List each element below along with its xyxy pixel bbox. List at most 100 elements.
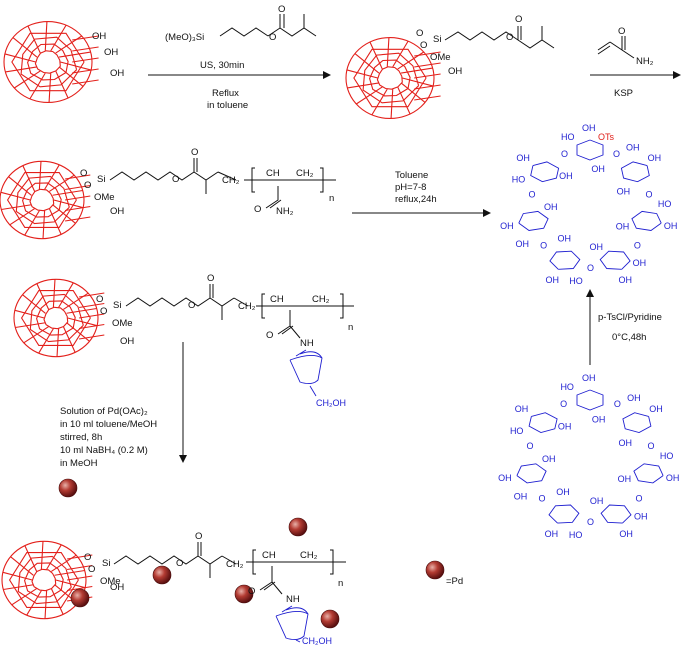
acrylamide-nh2: NH₂ [636,56,654,67]
svg-text:OH: OH [634,512,648,522]
p4-cd-cone [289,349,323,397]
svg-text:OH: OH [515,239,529,249]
svg-text:HO: HO [561,132,575,142]
svg-text:HO: HO [660,451,674,461]
p5-cd-cone [275,605,309,643]
p4-ome: OMe [112,318,133,329]
p4-o3: O [188,300,195,311]
svg-text:OH: OH [559,171,573,181]
p4-ch2b: CH₂ [312,294,330,305]
svg-text:OH: OH [582,373,596,383]
svg-text:O: O [614,399,621,409]
svg-text:O: O [560,399,567,409]
svg-text:OH: OH [648,153,662,163]
p2-si: Si [433,34,441,45]
svg-text:OH: OH [544,202,558,212]
p2-ome: OMe [430,52,451,63]
svg-text:OH: OH [546,275,560,285]
pd-nanoparticle [288,517,308,537]
svg-text:O: O [539,494,546,504]
svg-text:OH: OH [590,242,604,252]
p2-oh: OH [448,66,462,77]
svg-text:OH: OH [618,438,632,448]
p3-oh: OH [110,206,124,217]
svg-text:O: O [561,149,568,159]
p3-bracket [244,167,336,209]
oh-label-2: OH [104,47,118,58]
svg-text:O: O [613,149,620,159]
p3-n: n [329,193,334,204]
p4-o2: O [100,306,107,317]
svg-text:O: O [540,240,547,250]
oh-label-1: OH [92,31,106,42]
tscl-cond2: 0°C,48h [612,332,646,343]
p5-nh: NH [286,594,300,605]
p3-o2: O [84,180,91,191]
svg-text:O: O [527,441,534,451]
svg-text:OH: OH [558,422,572,432]
svg-text:OH: OH [542,454,556,464]
p3-ch: CH [266,168,280,179]
p3-nh2: NH₂ [276,206,294,217]
tscl-cond1: p-TsCl/Pyridine [598,312,662,323]
step2-cond: KSP [614,88,633,99]
p2-o3: O [506,32,513,43]
svg-text:O: O [645,190,652,200]
p5-o3: O [176,558,183,569]
svg-text:OH: OH [515,404,529,414]
silane-label: (MeO)₃Si [165,32,204,43]
p4-nh: NH [300,338,314,349]
svg-text:HO: HO [510,426,523,436]
oh-label-3: OH [110,68,124,79]
p4-o5: O [266,330,273,341]
p4-si: Si [113,300,121,311]
p5-o5: O [248,586,255,597]
svg-text:O: O [647,441,654,451]
p3-o4: O [191,147,198,158]
svg-text:OH: OH [618,474,632,484]
legend-pd-label: =Pd [446,576,463,587]
pd-cond1: Solution of Pd(OAc)₂ [60,406,148,417]
svg-text:OH: OH [590,496,604,506]
svg-text:OH: OH [558,234,572,244]
svg-text:OH: OH [617,187,631,197]
fullerene-polymer [0,160,91,240]
svg-text:O: O [587,517,594,527]
pd-nanoparticle [70,588,90,608]
svg-text:OH: OH [514,492,528,502]
p4-o1: O [96,294,103,305]
svg-text:O: O [634,240,641,250]
p4-bracket [256,293,354,339]
step3-cond3: reflux,24h [395,194,437,205]
p3-chain [109,158,237,194]
acrylamide-o: O [618,26,625,37]
step3-cond2: pH=7-8 [395,182,426,193]
silane-o2: O [278,4,285,15]
p4-n: n [348,322,353,333]
p4-ch: CH [270,294,284,305]
svg-text:OH: OH [619,529,633,539]
cyclodextrin-tosylated: OOHOHHOOOHOHOHOOHOHHOOOHOHOHOOHOHHOOOHOH… [500,123,677,286]
svg-text:OH: OH [616,221,630,231]
ots-label: OTs [598,132,615,142]
svg-text:OH: OH [666,473,680,483]
svg-text:OH: OH [582,123,596,133]
svg-text:OH: OH [626,143,640,153]
p5-o4: O [195,531,202,542]
fullerene-start [3,20,99,104]
cyclodextrin-native: OOHOHHOOOHOHOHOOHOHHOOOHOHOHOOHOHHOOOHOH… [498,373,679,540]
p5-o2: O [88,564,95,575]
svg-text:OH: OH [500,221,514,231]
p4-oh: OH [120,336,134,347]
silane-o: O [269,32,276,43]
p5-bracket [246,549,346,595]
svg-text:HO: HO [569,276,583,286]
p4-ch2: CH₂ [238,301,256,312]
svg-text:OH: OH [592,414,606,424]
step3-cond1: Toluene [395,170,428,181]
p5-si: Si [102,558,110,569]
svg-text:OH: OH [591,164,605,174]
p3-ch2: CH₂ [222,175,240,186]
pd-cond5: in MeOH [60,458,98,469]
silane-chain [219,14,317,37]
